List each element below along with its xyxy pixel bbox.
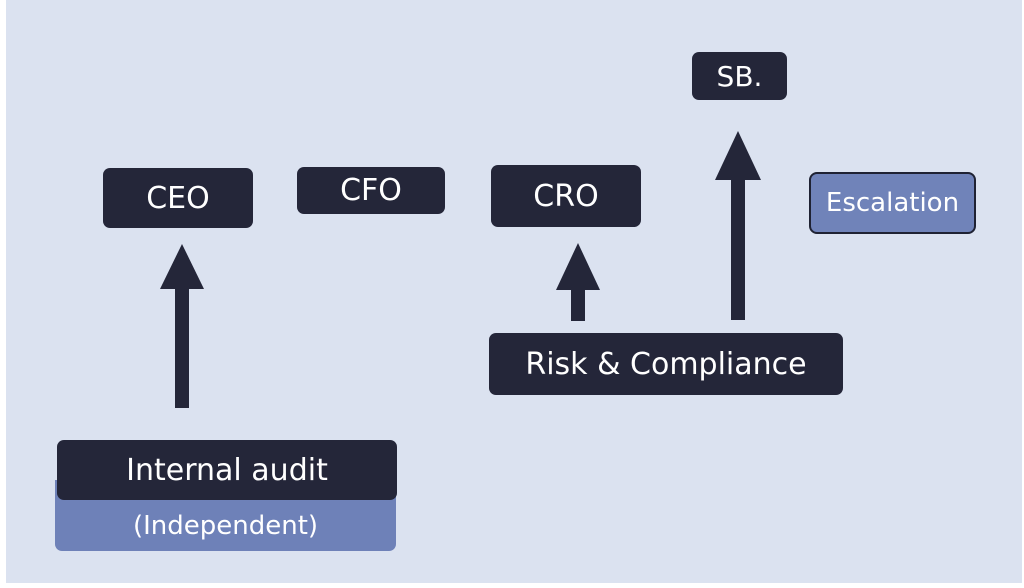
arrow-head xyxy=(160,244,204,289)
node-cro: CRO xyxy=(491,165,641,227)
arrow-head xyxy=(715,131,761,180)
node-risk-compliance: Risk & Compliance xyxy=(489,333,843,395)
node-label: Risk & Compliance xyxy=(525,346,807,382)
node-escalation: Escalation xyxy=(809,172,976,234)
arrow-shaft xyxy=(731,178,745,320)
node-ceo: CEO xyxy=(103,168,253,228)
node-label: Internal audit xyxy=(126,452,328,488)
arrow-risk-to-cro xyxy=(556,243,600,321)
node-label: CFO xyxy=(340,173,402,208)
node-label: CEO xyxy=(146,180,210,216)
node-sb: SB. xyxy=(692,52,787,100)
arrow-shaft xyxy=(175,287,189,408)
arrow-risk-to-sb xyxy=(715,131,761,320)
arrow-head xyxy=(556,243,600,290)
arrow-shaft xyxy=(571,288,585,321)
node-label: CRO xyxy=(533,178,599,214)
node-label: SB. xyxy=(716,59,763,93)
node-cfo: CFO xyxy=(297,167,445,214)
arrow-internal-audit-to-ceo xyxy=(160,244,204,408)
node-label: Escalation xyxy=(825,188,960,218)
node-sublabel: (Independent) xyxy=(132,510,319,541)
node-internal-audit: Internal audit xyxy=(57,440,397,500)
